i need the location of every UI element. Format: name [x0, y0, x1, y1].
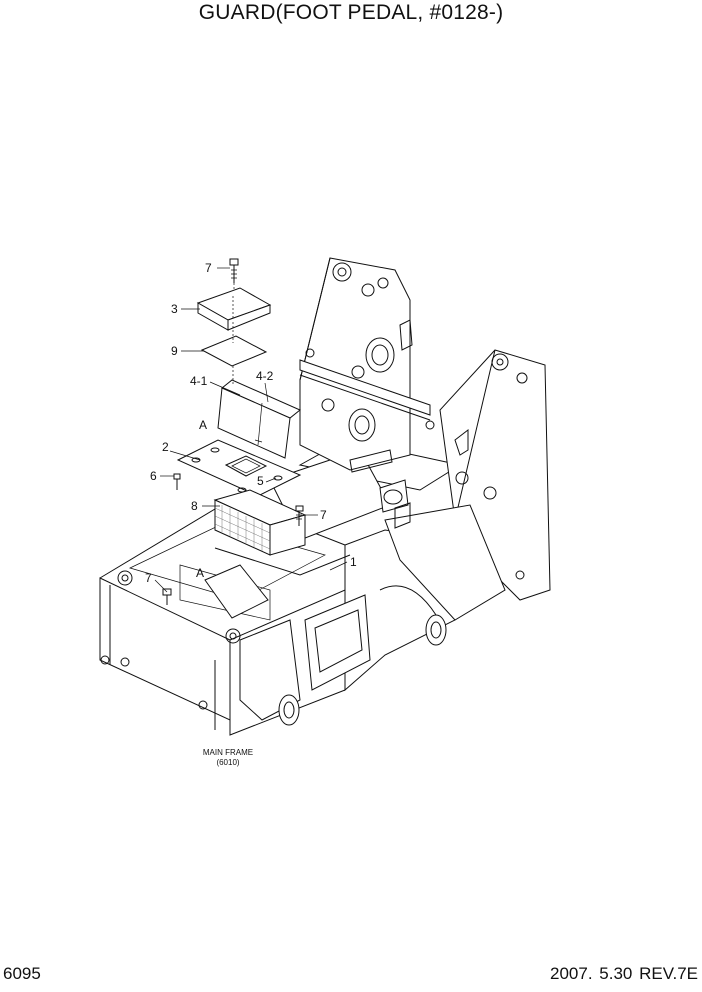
callout-9: 9	[171, 344, 178, 358]
callout-1: 1	[350, 555, 357, 569]
callout-2: 2	[162, 440, 169, 454]
right-tower	[384, 349, 551, 621]
revision-date: 2007. 5.30 REV.7E	[550, 964, 698, 983]
page-number: 6095	[3, 964, 41, 983]
main-frame-ref: (6010)	[216, 758, 239, 767]
callout-7-middle: 7	[320, 508, 327, 522]
callout-6: 6	[150, 469, 157, 483]
cover-3	[196, 287, 272, 331]
page-title: GUARD(FOOT PEDAL, #0128-)	[198, 1, 504, 24]
callout-a-upper: A	[199, 418, 207, 432]
plate-2	[176, 296, 302, 497]
left-tower	[299, 257, 435, 473]
callout-7-lower: 7	[145, 571, 152, 585]
callout-a-lower: A	[196, 566, 204, 580]
mat-8	[213, 489, 307, 556]
bolt-7-middle	[295, 505, 304, 526]
bolt-6	[173, 473, 181, 490]
callout-4-2: 4-2	[256, 369, 274, 383]
plate-9	[200, 322, 268, 367]
callout-5: 5	[257, 474, 264, 488]
callout-7-top: 7	[205, 261, 212, 275]
guard-4	[217, 379, 301, 459]
main-frame-label: MAIN FRAME	[203, 748, 253, 757]
callout-8: 8	[191, 499, 198, 513]
callout-4-1: 4-1	[190, 374, 208, 388]
leader-lines	[154, 267, 348, 593]
bolt-7-top	[229, 258, 239, 296]
callout-3: 3	[171, 302, 178, 316]
